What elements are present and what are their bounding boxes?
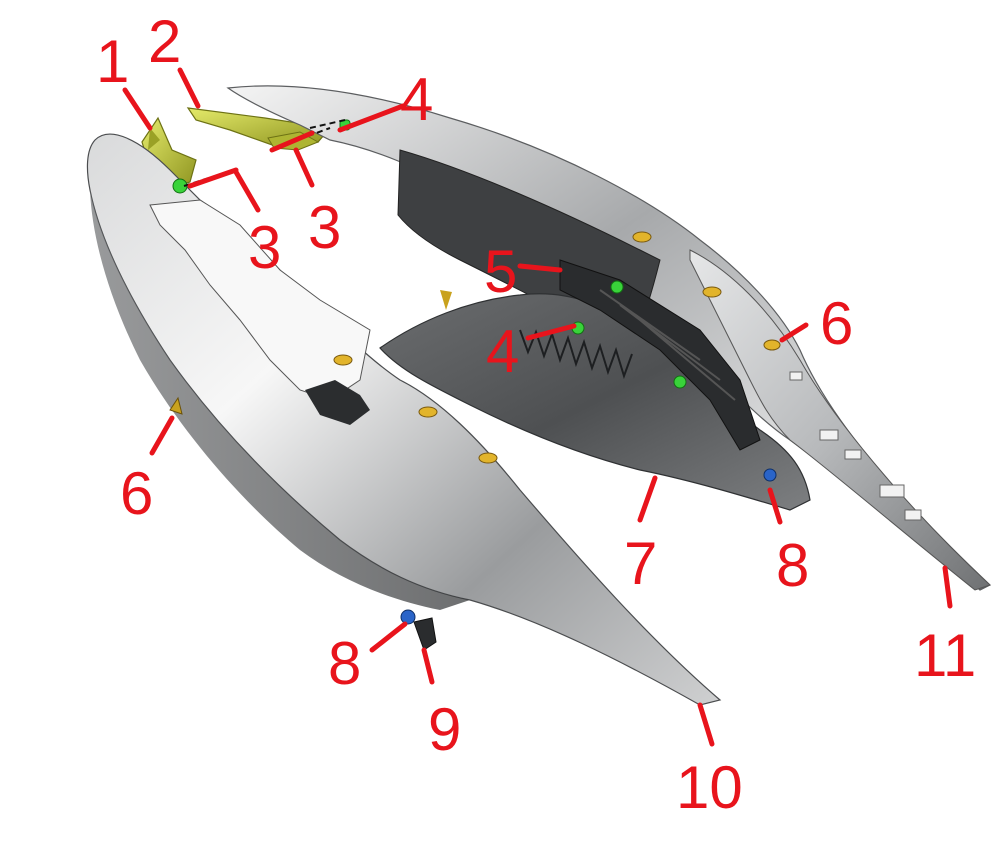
- callout-11: 11: [914, 622, 976, 689]
- callout-10: 10: [676, 754, 743, 821]
- callout-labels: 1 2 3 3 4 4 5 6 6 7 8 8 9 10 11: [96, 8, 976, 821]
- part-10-side-panel: [86, 133, 722, 706]
- callout-4-top: 4: [400, 66, 433, 133]
- callout-4-middle: 4: [486, 318, 519, 385]
- callout-3-left: 3: [248, 214, 281, 281]
- callout-1: 1: [96, 28, 129, 95]
- callout-7: 7: [624, 530, 657, 597]
- callout-6-right: 6: [820, 290, 853, 357]
- callout-2: 2: [148, 8, 181, 75]
- leader-lines: [122, 67, 953, 747]
- callout-6-left: 6: [120, 460, 153, 527]
- callout-5: 5: [484, 238, 517, 305]
- callout-8-right: 8: [776, 532, 809, 599]
- callout-8-left: 8: [328, 630, 361, 697]
- part-7-under-panel: [379, 259, 811, 511]
- callout-9: 9: [428, 696, 461, 763]
- callout-3-right: 3: [308, 194, 341, 261]
